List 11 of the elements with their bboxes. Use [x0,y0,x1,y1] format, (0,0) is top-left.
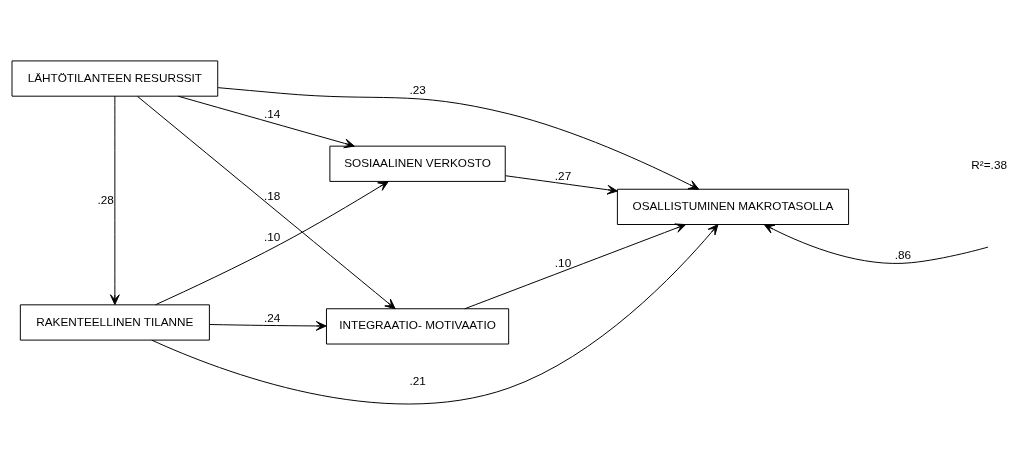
label: R²=.38 [971,157,1007,171]
edge-label: .24 [263,311,281,325]
edge-label: .86 [894,248,912,262]
edge-label: .14 [263,107,281,121]
edge-label: .28 [97,192,114,206]
edge-label: .27 [554,169,572,183]
edge-label: .10 [263,229,281,243]
edge-label: .23 [409,82,426,96]
edge-label: .18 [263,188,281,202]
edge-label: .21 [409,373,426,387]
edge-label: .10 [554,256,572,270]
